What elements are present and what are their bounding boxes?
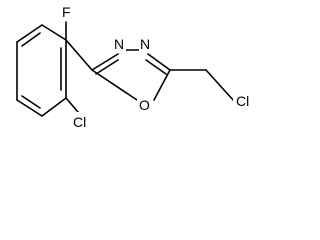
bond-o1-c2 xyxy=(91,69,138,101)
bond-c2-n3 xyxy=(91,53,119,71)
bond-c6-c1 xyxy=(16,24,43,43)
atom-f: F xyxy=(61,4,73,20)
atom-cl-ring: Cl xyxy=(72,112,92,130)
bond-c1-c2 xyxy=(41,24,67,41)
bond-c3-c4 xyxy=(41,97,67,117)
double-bond-inner-lower-left xyxy=(21,95,41,109)
atom-label-cl-methyl: Cl xyxy=(236,93,249,109)
atom-label-f: F xyxy=(62,4,71,20)
atom-o: O xyxy=(137,96,153,114)
double-bond-inner-upper-left xyxy=(21,32,41,47)
bond-c4-c5 xyxy=(16,99,43,117)
bond-aryl-oxadiazole xyxy=(65,39,93,71)
atom-label-o: O xyxy=(139,97,150,113)
atom-label-n-left: N xyxy=(114,36,124,52)
structure-diagram: F Cl N N O Cl xyxy=(16,4,255,130)
benzene-ring xyxy=(16,24,67,117)
bond-c5-o1 xyxy=(153,69,171,101)
double-bond-n4-c5 xyxy=(145,59,167,75)
double-bond-c2-n3 xyxy=(95,59,119,75)
atom-n-right: N xyxy=(139,36,152,53)
atom-cl-methyl: Cl xyxy=(233,92,255,110)
bond-ch2-cl xyxy=(205,69,235,102)
molecule-drawing: F Cl N N O Cl xyxy=(16,4,255,130)
atom-label-cl-ring: Cl xyxy=(73,114,86,130)
oxadiazole-ring xyxy=(91,49,171,101)
bond-c-cl xyxy=(65,97,79,113)
atom-n-left: N xyxy=(113,36,126,53)
atom-label-n-right: N xyxy=(140,36,150,52)
bond-n4-c5 xyxy=(147,53,171,71)
